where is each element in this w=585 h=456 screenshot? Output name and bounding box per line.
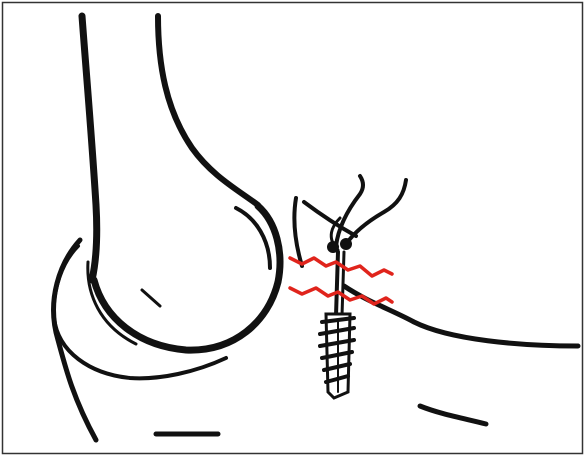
illustration-canvas: [0, 0, 585, 456]
anatomy-illustration: [0, 0, 585, 456]
